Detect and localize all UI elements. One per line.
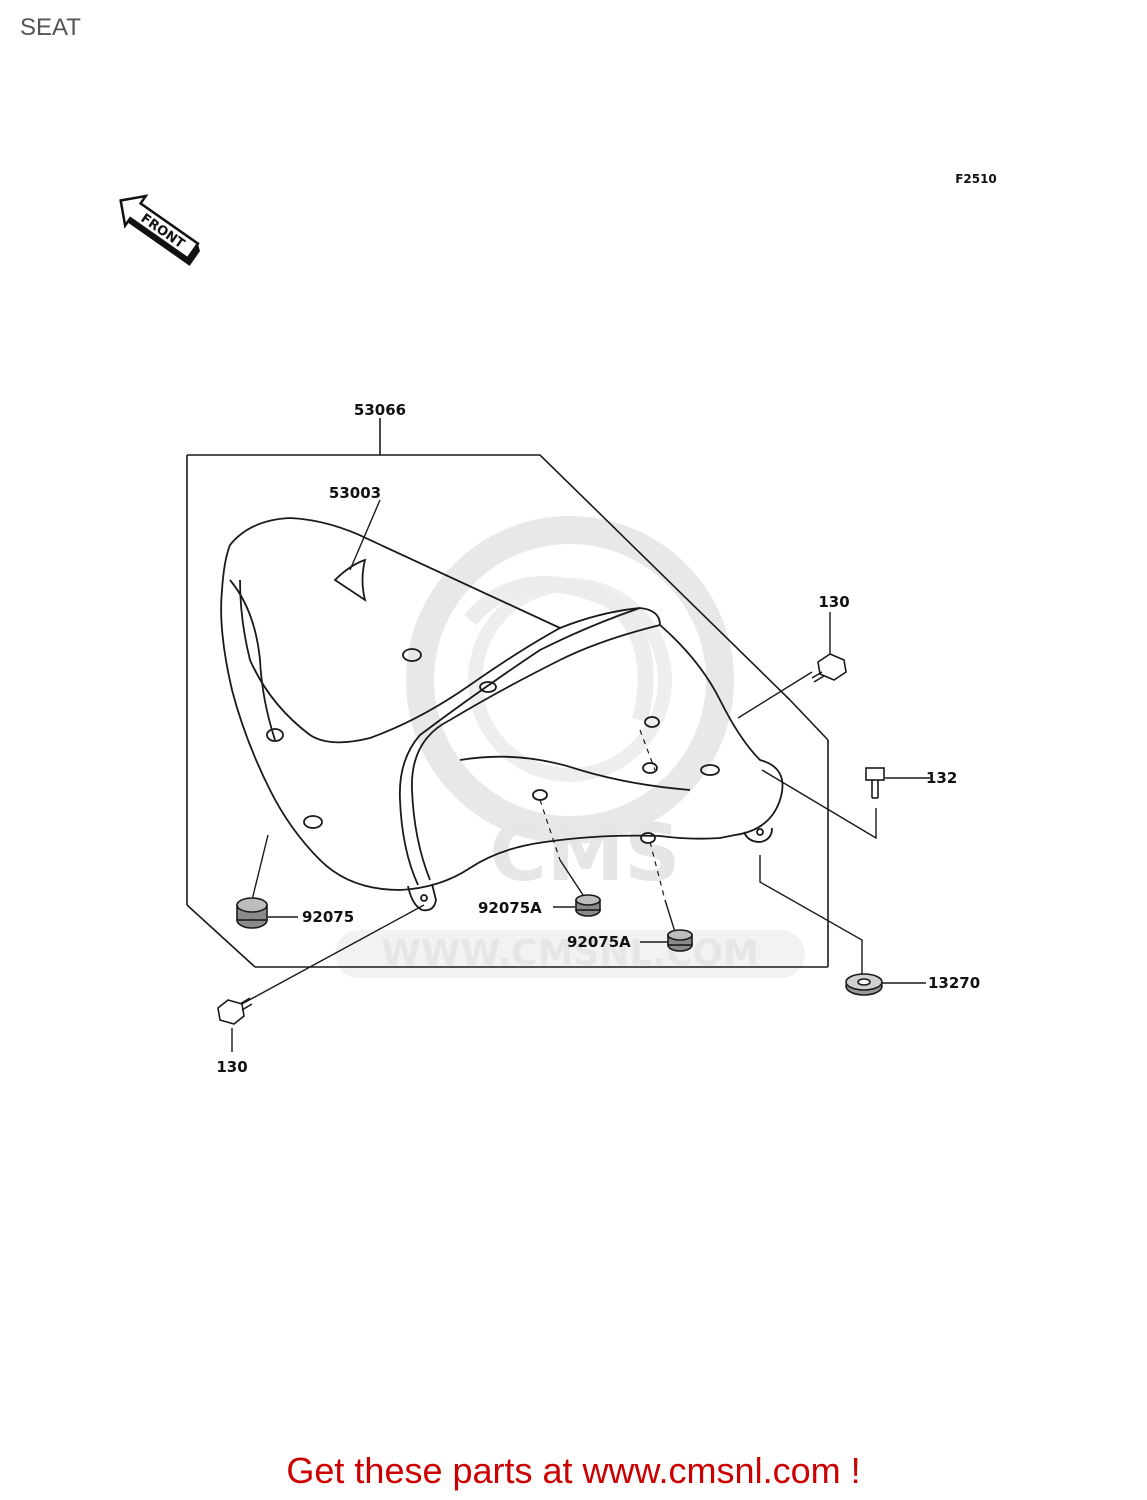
assembly-outline: [186, 418, 829, 968]
bolt-icon: [217, 653, 885, 1025]
cta-link[interactable]: Get these parts at www.cmsnl.com !: [286, 1450, 861, 1491]
label-132: 132: [926, 769, 957, 787]
label-13270: 13270: [928, 974, 980, 992]
label-92075a-right: 92075A: [567, 933, 631, 951]
seat-icon: [220, 517, 784, 912]
damper-icon: [236, 894, 693, 952]
collar-icon: [845, 973, 883, 996]
page-title: SEAT: [20, 14, 81, 41]
label-130-left: 130: [216, 1058, 247, 1076]
locating-lines: [539, 729, 666, 901]
watermark: CMS WWW.CMSNL.COM: [335, 516, 805, 978]
leader-lines: [231, 499, 930, 1052]
parts-diagram: CMS WWW.CMSNL.COM F2510 FRONT: [119, 172, 997, 1076]
figure-code: F2510: [955, 172, 997, 186]
call-to-action: Get these parts at www.cmsnl.com !: [0, 1450, 1147, 1492]
front-arrow-icon: FRONT: [119, 194, 200, 266]
label-130-right: 130: [818, 593, 849, 611]
label-92075a-center: 92075A: [478, 899, 542, 917]
label-53066: 53066: [354, 401, 406, 419]
label-92075: 92075: [302, 908, 354, 926]
label-53003: 53003: [329, 484, 381, 502]
watermark-brand: CMS: [489, 809, 680, 899]
